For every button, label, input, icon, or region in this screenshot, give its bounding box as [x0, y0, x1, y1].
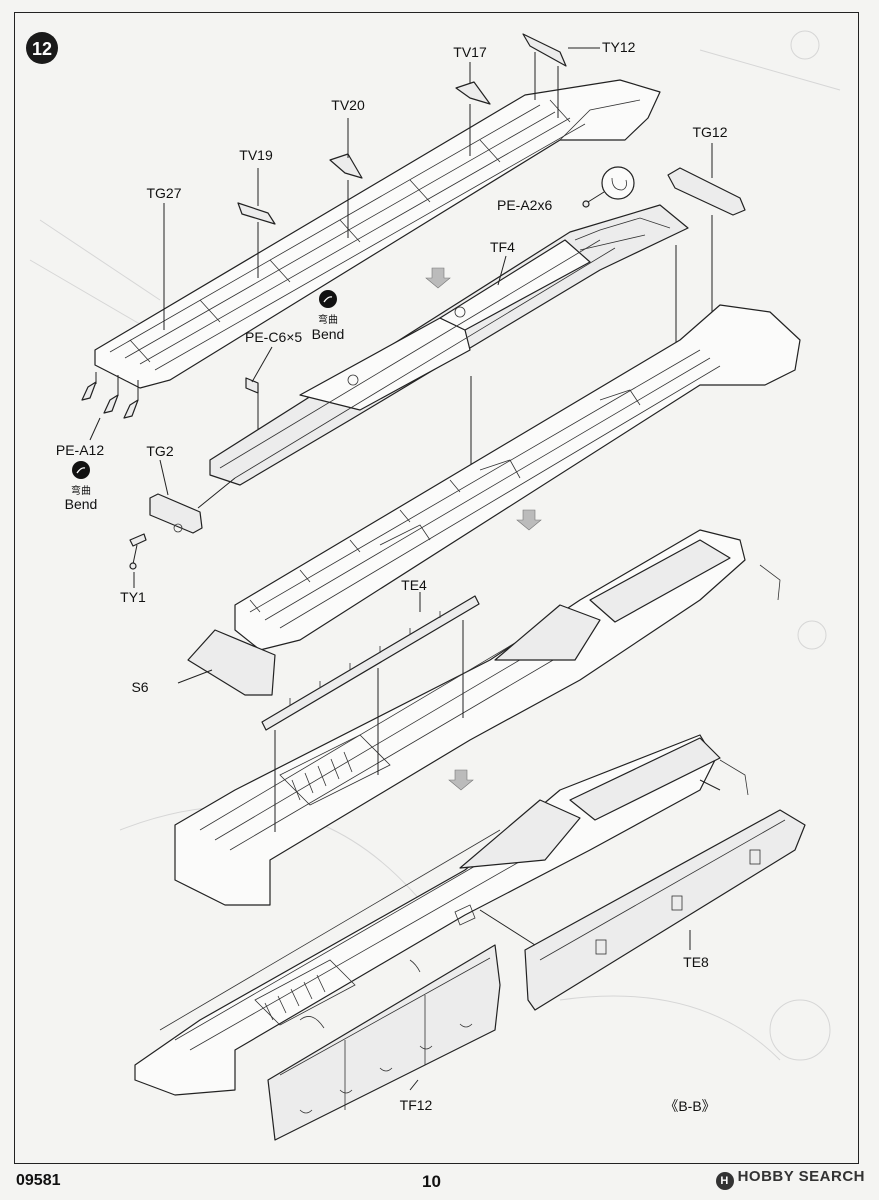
label-pe-a2x6: PE-A2x6: [497, 197, 552, 213]
part-tv19: [237, 168, 276, 278]
hull-section-final: [134, 734, 749, 1096]
labels: TV17 TY12 TV20 TG12 TV19 TG27 PE-A2x6 TF…: [56, 39, 728, 1114]
page-number: 10: [422, 1172, 441, 1191]
part-ty1: [129, 533, 147, 588]
label-te8: TE8: [683, 954, 709, 970]
bend-icon-2: [72, 461, 90, 479]
label-tv20: TV20: [331, 97, 365, 113]
label-te4: TE4: [401, 577, 427, 593]
hull-section-middle: [234, 304, 801, 651]
label-tg12: TG12: [692, 124, 727, 140]
step-badge: 12: [26, 32, 58, 64]
deck-part-tg27: [94, 79, 661, 389]
label-s6: S6: [131, 679, 148, 695]
label-ty12: TY12: [602, 39, 636, 55]
part-te4: [261, 592, 480, 832]
part-tg2: [149, 459, 236, 534]
direction-arrow-3: [448, 769, 474, 791]
label-bend-en-2: Bend: [65, 496, 98, 512]
part-pe-a12: [81, 372, 139, 441]
part-tv17: [455, 62, 491, 156]
label-tg2: TG2: [146, 443, 173, 459]
direction-arrow-1: [425, 267, 451, 289]
part-tv20: [329, 118, 363, 238]
label-tv17: TV17: [453, 44, 487, 60]
label-tg27: TG27: [146, 185, 181, 201]
label-bend-zh-1: 弯曲: [318, 313, 338, 326]
part-tf4: [209, 204, 689, 505]
hull-section-lower: [174, 529, 781, 906]
label-pe-c6x5: PE-C6×5: [245, 329, 302, 345]
part-te8: [479, 779, 806, 1011]
callout-pe-a2x6: [582, 166, 635, 208]
hobby-search-logo-icon: H: [715, 1172, 734, 1190]
label-tf12: TF12: [400, 1097, 433, 1113]
label-bend-zh-2: 弯曲: [71, 484, 91, 497]
step-number: 12: [32, 39, 52, 59]
label-ty1: TY1: [120, 589, 146, 605]
label-bend-en-1: Bend: [312, 326, 345, 342]
bend-icon-1: [319, 290, 337, 308]
watermark-text: HOBBY SEARCH: [737, 1168, 865, 1185]
label-tv19: TV19: [239, 147, 273, 163]
part-s6: [177, 629, 276, 696]
page-border: [14, 12, 859, 1164]
label-tf4: TF4: [490, 239, 515, 255]
kit-number: 09581: [16, 1172, 61, 1189]
part-tf12: [267, 944, 501, 1141]
label-section-b-b: 《B-B》: [664, 1098, 715, 1114]
direction-arrow-2: [516, 509, 542, 531]
part-ty12: [522, 33, 600, 118]
label-pe-a12: PE-A12: [56, 442, 104, 458]
